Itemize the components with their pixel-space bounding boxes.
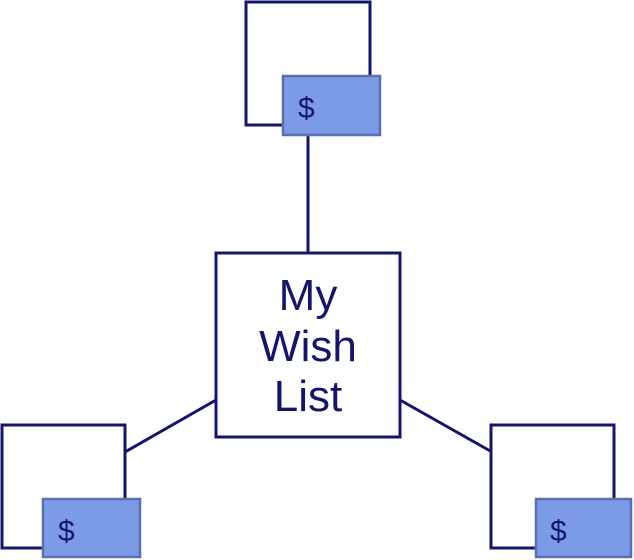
price-tag: $ <box>281 74 382 137</box>
price-tag-background <box>41 497 142 559</box>
wish-item-top: $ <box>244 0 382 137</box>
connector-bottom-left <box>124 398 217 454</box>
price-symbol: $ <box>550 515 567 548</box>
price-symbol: $ <box>58 515 75 548</box>
connector-bottom-right <box>399 398 493 454</box>
center-title-line-1: My <box>279 271 338 320</box>
wish-item-bottom-right: $ <box>489 423 633 559</box>
price-tag-background <box>281 74 382 137</box>
price-tag: $ <box>41 497 142 559</box>
price-tag: $ <box>534 497 633 559</box>
price-tag-background <box>534 497 633 559</box>
center-node: My Wish List <box>214 251 402 439</box>
price-symbol: $ <box>298 92 315 125</box>
center-box <box>214 251 402 439</box>
center-title-line-2: Wish <box>259 322 357 371</box>
wish-item-bottom-left: $ <box>0 423 142 559</box>
center-title-line-3: List <box>274 372 342 421</box>
